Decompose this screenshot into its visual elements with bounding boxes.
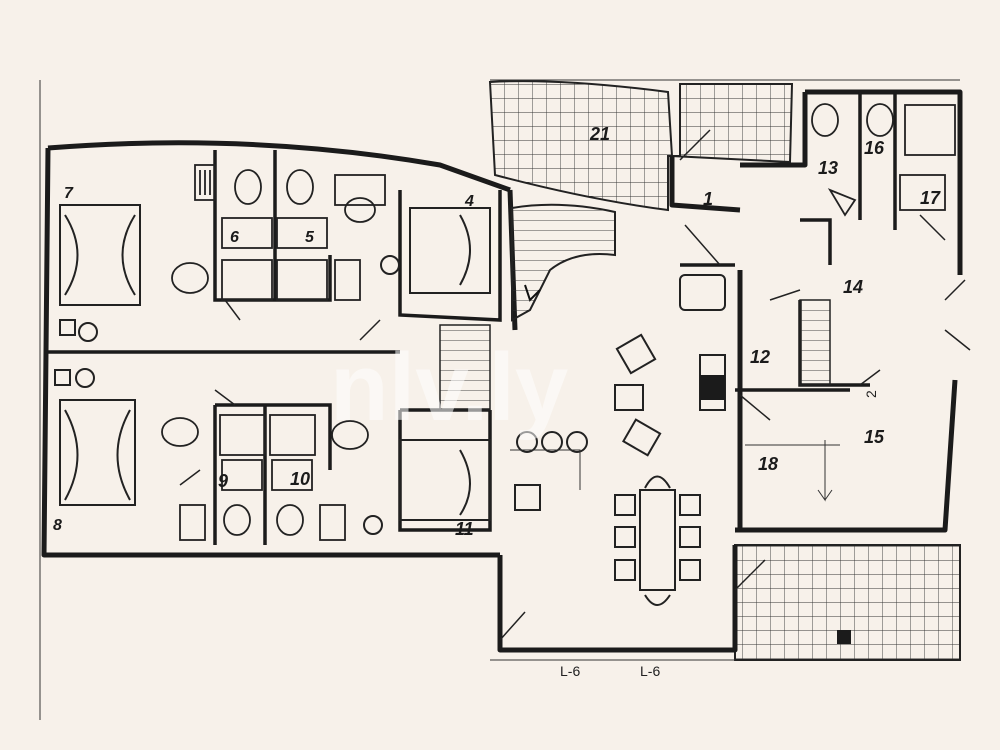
room-label-7: 7: [64, 185, 74, 202]
room-label-15: 15: [864, 427, 885, 447]
corridor-stair: [439, 324, 491, 411]
door-swings: [179, 129, 971, 641]
room-label-13: 13: [818, 158, 838, 178]
watermark: nlv.ly: [330, 334, 568, 441]
spiral-staircase: [511, 203, 616, 322]
interior-walls: [48, 92, 897, 545]
fireplace: [700, 375, 725, 400]
bed-room-11: [399, 439, 491, 521]
room-label-11: 11: [455, 519, 474, 539]
room-label-21: 21: [589, 124, 610, 144]
terrace-column: [837, 630, 851, 644]
terrace-21-paving: [488, 80, 794, 212]
level-label-left: L-6: [560, 663, 580, 679]
level-label-right: L-6: [640, 663, 660, 679]
bed-room-8: [59, 399, 136, 506]
bed-room-7: [59, 204, 141, 306]
side-mark-label: 2: [863, 390, 879, 398]
room-label-9: 9: [218, 471, 228, 491]
room-label-4: 4: [464, 193, 474, 210]
bathroom-fixtures: [161, 103, 956, 541]
stair-flight-14: [799, 299, 831, 386]
room-labels: 1 4 5 6 7 8 9 10 11 12 13 14 15 16 17 18…: [53, 124, 941, 539]
room-label-18: 18: [758, 454, 778, 474]
room-label-1: 1: [703, 189, 713, 209]
room-label-17: 17: [920, 188, 941, 208]
room-label-5: 5: [305, 229, 315, 246]
room-label-8: 8: [53, 517, 62, 534]
room-label-6: 6: [230, 229, 239, 246]
bed-room-4: [409, 207, 491, 294]
room-label-10: 10: [290, 469, 310, 489]
room-label-16: 16: [864, 138, 885, 158]
exterior-walls: [41, 89, 963, 653]
room-label-12: 12: [750, 347, 770, 367]
dimension-lines: [39, 79, 960, 720]
room-label-14: 14: [843, 277, 863, 297]
